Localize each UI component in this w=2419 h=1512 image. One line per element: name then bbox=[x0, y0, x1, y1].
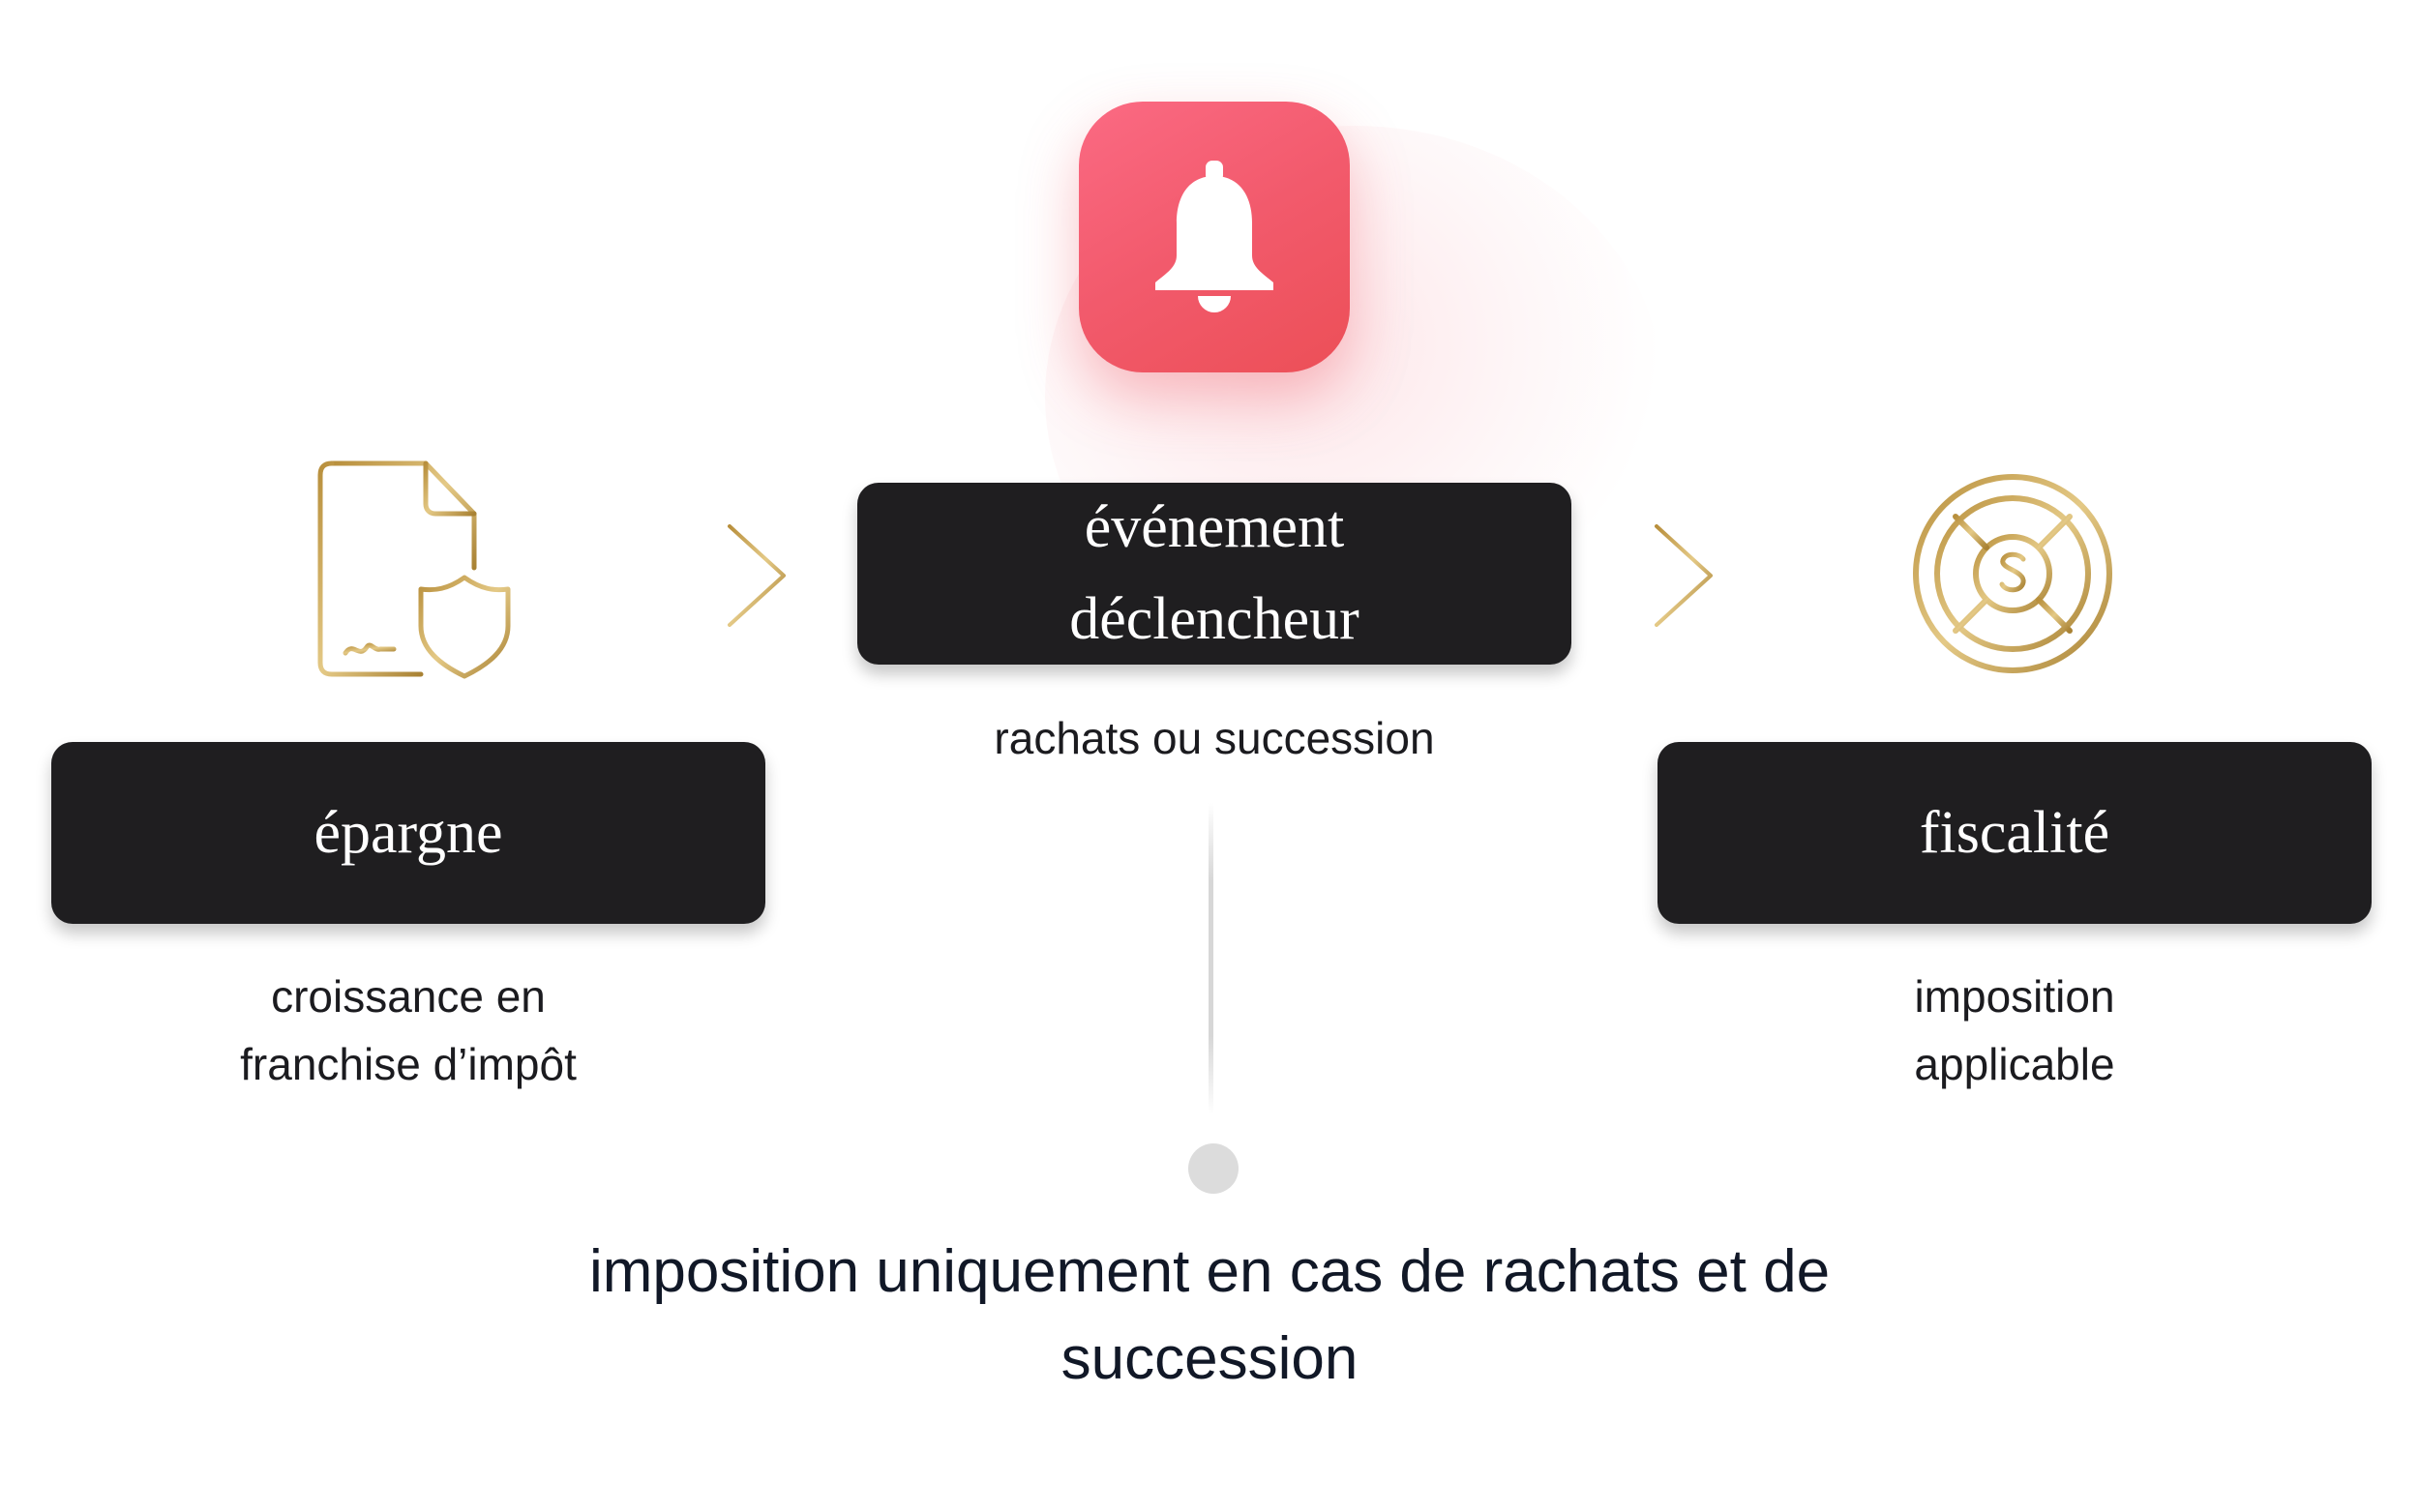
document-shield-icon bbox=[317, 460, 511, 679]
savings-caption-line1: croissance en bbox=[271, 971, 546, 1022]
taxation-caption-line1: imposition bbox=[1914, 971, 2115, 1022]
taxation-caption: imposition applicable bbox=[1724, 963, 2305, 1098]
savings-caption: croissance en franchise d’impôt bbox=[118, 963, 699, 1098]
taxation-title: fiscalité bbox=[1919, 799, 2110, 866]
trigger-title-line1: événement bbox=[1084, 494, 1345, 560]
bottom-statement-line1: imposition uniquement en cas de rachats … bbox=[588, 1238, 1831, 1305]
chevron-right-icon bbox=[1655, 524, 1713, 627]
taxation-pill: fiscalité bbox=[1657, 742, 2372, 924]
dollar-lifebuoy-icon bbox=[1913, 474, 2112, 673]
connector-line bbox=[1209, 803, 1213, 1114]
trigger-title-line2: déclencheur bbox=[1069, 586, 1359, 652]
savings-title: épargne bbox=[314, 799, 503, 866]
chevron-right-icon bbox=[728, 524, 786, 627]
connector-dot bbox=[1188, 1143, 1239, 1194]
bottom-statement: imposition uniquement en cas de rachats … bbox=[426, 1229, 1993, 1403]
bell-icon bbox=[1155, 161, 1273, 312]
savings-caption-line2: franchise d’impôt bbox=[240, 1039, 577, 1089]
savings-pill: épargne bbox=[51, 742, 765, 924]
taxation-caption-line2: applicable bbox=[1914, 1039, 2115, 1089]
bottom-statement-line2: succession bbox=[1060, 1325, 1359, 1392]
trigger-event-pill: événement déclencheur bbox=[857, 483, 1571, 665]
bell-tile bbox=[1079, 102, 1350, 372]
trigger-caption: rachats ou succession bbox=[994, 713, 1435, 763]
